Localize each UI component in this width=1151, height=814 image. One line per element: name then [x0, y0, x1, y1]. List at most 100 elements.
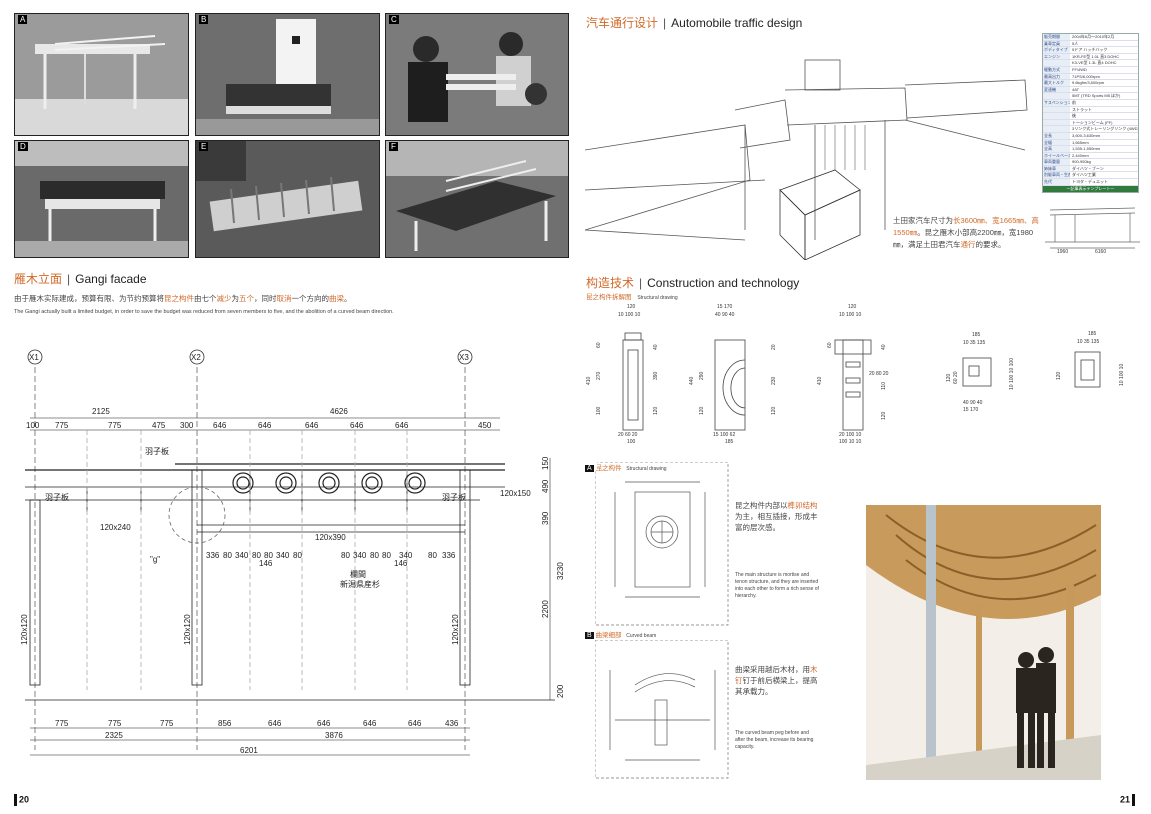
highlight-span: 榫卯结构 [787, 501, 818, 510]
part-b-drawing [595, 640, 729, 779]
dim: 80 [252, 551, 261, 560]
spec-value: 5ドア ハッチバック [1072, 47, 1108, 53]
spec-value: 1,665mm [1072, 139, 1089, 145]
part-a-desc: 昆之构件内部以榫卯结构为主，相互插接，形成丰富的层次感。 [735, 500, 819, 533]
construction-title-cn: 构造技术 [586, 276, 635, 290]
dim-2125: 2125 [92, 407, 110, 416]
photo-a-image [15, 14, 188, 135]
spec-footer[interactable]: 一記事表示テンプレート一 [1043, 185, 1138, 192]
part-a-cn: 昆之构件 [595, 465, 622, 472]
d4-dim: 185 [972, 332, 981, 338]
sub-cn: 昆之构件拆解图 [586, 294, 632, 301]
spec-value: 900-950kg [1072, 159, 1091, 165]
dim-6201: 6201 [240, 746, 258, 755]
axis-x2: X2 [191, 353, 201, 362]
spec-key: サスペンション [1043, 99, 1070, 106]
d4-dim: 40 90 40 [963, 400, 983, 406]
spec-value: 4AT [1072, 86, 1080, 92]
text-span: 钉于前后横梁上，提高其承载力。 [735, 676, 818, 696]
page-number-text: 21 [1120, 794, 1131, 805]
d1-dim: 100 [596, 406, 602, 415]
spec-key [1043, 106, 1070, 113]
photo-label: A [18, 15, 28, 24]
dim: 340 [353, 551, 367, 560]
d2-dim: 185 [725, 439, 734, 445]
d1-dim: 60 [596, 342, 602, 348]
axis-x1: X1 [29, 353, 39, 362]
dim: 490 [541, 479, 550, 493]
part-a-desc-en: The main structure is mortise and tenon … [735, 572, 819, 599]
part-a-en: Structural drawing [626, 466, 667, 472]
spec-row: 3リンク式トレーリングリンク (4WD) [1043, 126, 1138, 133]
photo-d: D [14, 140, 189, 258]
dim: 646 [408, 719, 422, 728]
d3-dim: 120 [848, 304, 857, 310]
spec-key: 別販車両・生産 [1043, 172, 1070, 179]
d2-dim: 290 [699, 371, 705, 380]
spec-value: 1,535-1,550mm [1072, 146, 1101, 152]
dim: 475 [152, 421, 166, 430]
d3-dim: 100 10 10 [839, 439, 861, 445]
spec-key [1043, 93, 1070, 99]
photo-c-image [386, 14, 568, 135]
label-col: 120x120 [20, 614, 29, 645]
spec-row: サスペンション前 [1043, 99, 1138, 107]
photo-label: F [389, 142, 398, 151]
spec-key: ボディタイプ [1043, 47, 1070, 53]
d2-dim: 440 [689, 376, 695, 385]
spec-key: 最大トルク [1043, 80, 1070, 86]
highlight-span: 长3600㎜、宽1665㎜、高1550㎜ [893, 216, 1039, 237]
side-dim: 6160 [1095, 249, 1106, 255]
gangi-desc-en: The Gangi actually built a limited budge… [14, 309, 394, 315]
dim: 775 [55, 719, 69, 728]
label-g: "g" [150, 555, 160, 564]
component-drawings: 120 10 100 10 410 270 60 390 120 100 40 … [586, 304, 1125, 445]
dim: 436 [445, 719, 459, 728]
d3-dim: 120 [881, 411, 887, 420]
text-span: 。 [344, 294, 352, 303]
spec-key [1043, 113, 1070, 119]
d2-dim: 15 170 [717, 304, 733, 310]
spec-value: FF/4WD [1072, 66, 1087, 72]
spec-value: 後 [1072, 113, 1076, 119]
auto-title-en: Automobile traffic design [671, 16, 803, 30]
auto-title-cn: 汽车通行设计 [586, 16, 659, 30]
auto-side-drawing: 1960 6160 [1045, 207, 1140, 255]
highlight-span: 减少 [216, 294, 232, 303]
d1-dim: 390 [653, 371, 659, 380]
d4-dim: 10 100 10 100 [1009, 358, 1015, 390]
part-b-en: Curved beam [626, 633, 657, 639]
spec-key [1043, 60, 1070, 66]
dim: 2200 [541, 600, 550, 618]
text-span: 土田家汽车尺寸为 [893, 216, 953, 225]
label-beam: 120x390 [315, 533, 346, 542]
photo-a: A [14, 13, 189, 136]
label-beam: 120x240 [100, 523, 131, 532]
d4-dim: 10 35 135 [963, 340, 985, 346]
d4-dim: 60 20 [953, 371, 959, 384]
dim: 340 [399, 551, 413, 560]
dim: 80 [370, 551, 379, 560]
inner-dims: 336 80 340 80 80 340 80 80 340 80 80 340… [206, 551, 456, 560]
spec-row: 後 [1043, 113, 1138, 120]
spec-key: 全幅 [1043, 139, 1070, 146]
d5-dim: 10 35 135 [1077, 339, 1099, 345]
dim: 80 [264, 551, 273, 560]
spec-value: 5MT (TRD Sports M5 ほか) [1072, 93, 1121, 99]
dim: 646 [268, 719, 282, 728]
photo-b-image [196, 14, 379, 135]
spec-value: 2004年6月～2010年2月 [1072, 34, 1115, 39]
spec-value: ダイハツ・ブーン [1072, 165, 1104, 171]
text-span: 为 [231, 294, 240, 303]
label-haneita: 羽子板 [145, 446, 169, 456]
highlight-span: 取消 [276, 294, 292, 303]
highlight-span: 通行 [960, 240, 976, 249]
spec-value: 前 [1072, 99, 1076, 105]
